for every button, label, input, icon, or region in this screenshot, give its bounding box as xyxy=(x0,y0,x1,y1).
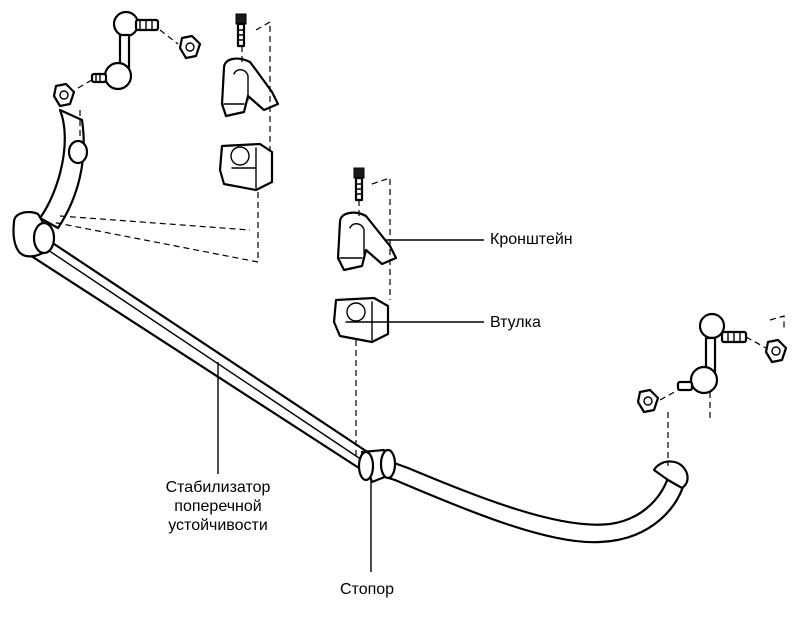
right-stabilizer-link xyxy=(676,312,748,395)
stabilizer-label: Стабилизатор поперечной устойчивости xyxy=(154,478,282,535)
center-bracket xyxy=(336,211,398,272)
center-bushing xyxy=(332,296,390,344)
bracket-label: Кронштейн xyxy=(490,231,573,248)
stopper-ring xyxy=(357,448,397,484)
left-bracket xyxy=(220,57,280,118)
bushing-label: Втулка xyxy=(490,314,541,331)
left-link-nut-upper xyxy=(178,34,202,60)
left-link-nut-lower xyxy=(52,82,76,108)
stabilizer-label-line-3: устойчивости xyxy=(168,517,268,534)
assembly-guide-lines xyxy=(51,20,785,466)
stabilizer-label-line-1: Стабилизатор xyxy=(165,479,271,496)
left-bracket-bolt xyxy=(235,13,247,48)
stabilizer-bar xyxy=(12,108,689,544)
stabilizer-label-line-2: поперечной xyxy=(174,498,262,515)
center-bracket-bolt xyxy=(353,167,365,202)
stopper-label: Стопор xyxy=(340,581,395,598)
right-link-nut-lower xyxy=(636,388,660,414)
right-link-nut-upper xyxy=(764,338,788,364)
left-bushing xyxy=(218,142,274,192)
left-stabilizer-link xyxy=(90,10,160,91)
